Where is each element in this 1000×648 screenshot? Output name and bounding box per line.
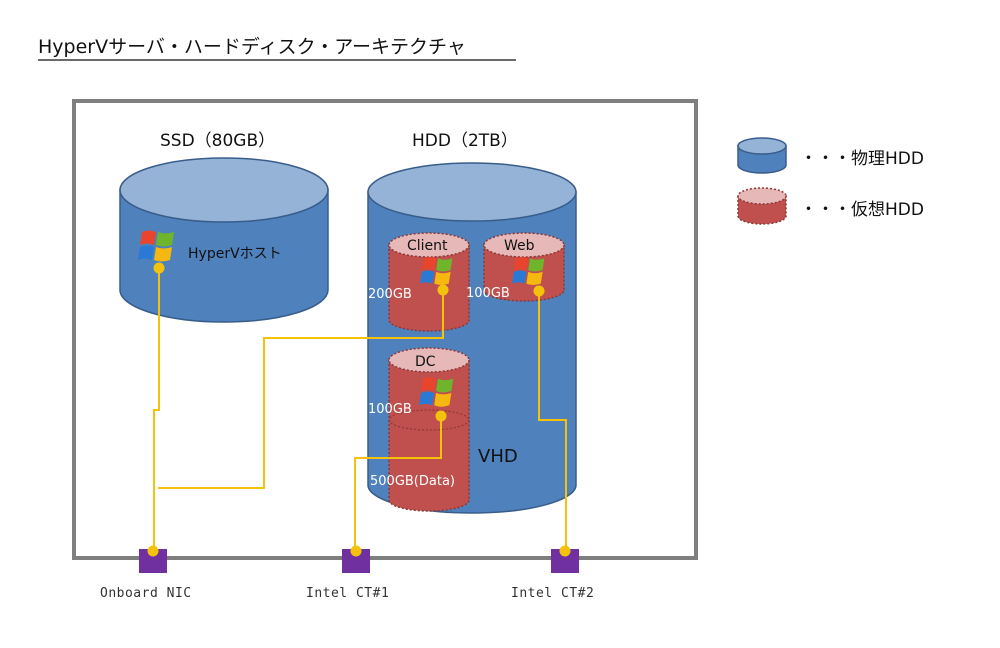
vhd-label: VHD bbox=[478, 446, 518, 467]
legend-physical-label: ・・・物理HDD bbox=[800, 149, 924, 169]
hyperv-host-label: HyperVホスト bbox=[188, 246, 282, 262]
port-label-onboard-nic: Onboard NIC bbox=[100, 586, 192, 601]
dc-size-label: 100GB bbox=[368, 402, 412, 417]
client-size-label: 200GB bbox=[368, 287, 412, 302]
hdd-label: HDD（2TB） bbox=[412, 131, 518, 151]
port-label-intel-ct1: Intel CT#1 bbox=[306, 586, 389, 601]
port-label-intel-ct2: Intel CT#2 bbox=[511, 586, 594, 601]
dc-data-size-label: 500GB(Data) bbox=[370, 474, 455, 489]
wire-dc-to-ct1 bbox=[354, 420, 442, 550]
port-intel-ct1 bbox=[342, 545, 370, 573]
connection-points bbox=[153, 262, 545, 422]
network-wiring bbox=[153, 268, 567, 550]
legend-physical-swatch bbox=[737, 137, 787, 174]
wire-host-to-onboard bbox=[153, 268, 160, 550]
ssd-disk bbox=[119, 157, 329, 323]
wire-client-to-onboard bbox=[158, 290, 444, 489]
web-disk-label: Web bbox=[504, 238, 535, 254]
port-intel-ct2 bbox=[551, 545, 579, 573]
wire-web-to-ct2 bbox=[538, 291, 567, 550]
client-disk-label: Client bbox=[407, 238, 448, 254]
dc-disk-label: DC bbox=[415, 354, 436, 370]
web-size-label: 100GB bbox=[466, 286, 510, 301]
page-title: HyperVサーバ・ハードディスク・アーキテクチャ bbox=[38, 36, 466, 58]
port-onboard-nic bbox=[139, 545, 167, 573]
ssd-label: SSD（80GB） bbox=[160, 131, 275, 151]
legend-virtual-swatch bbox=[737, 187, 787, 225]
legend-virtual-label: ・・・仮想HDD bbox=[800, 200, 924, 220]
